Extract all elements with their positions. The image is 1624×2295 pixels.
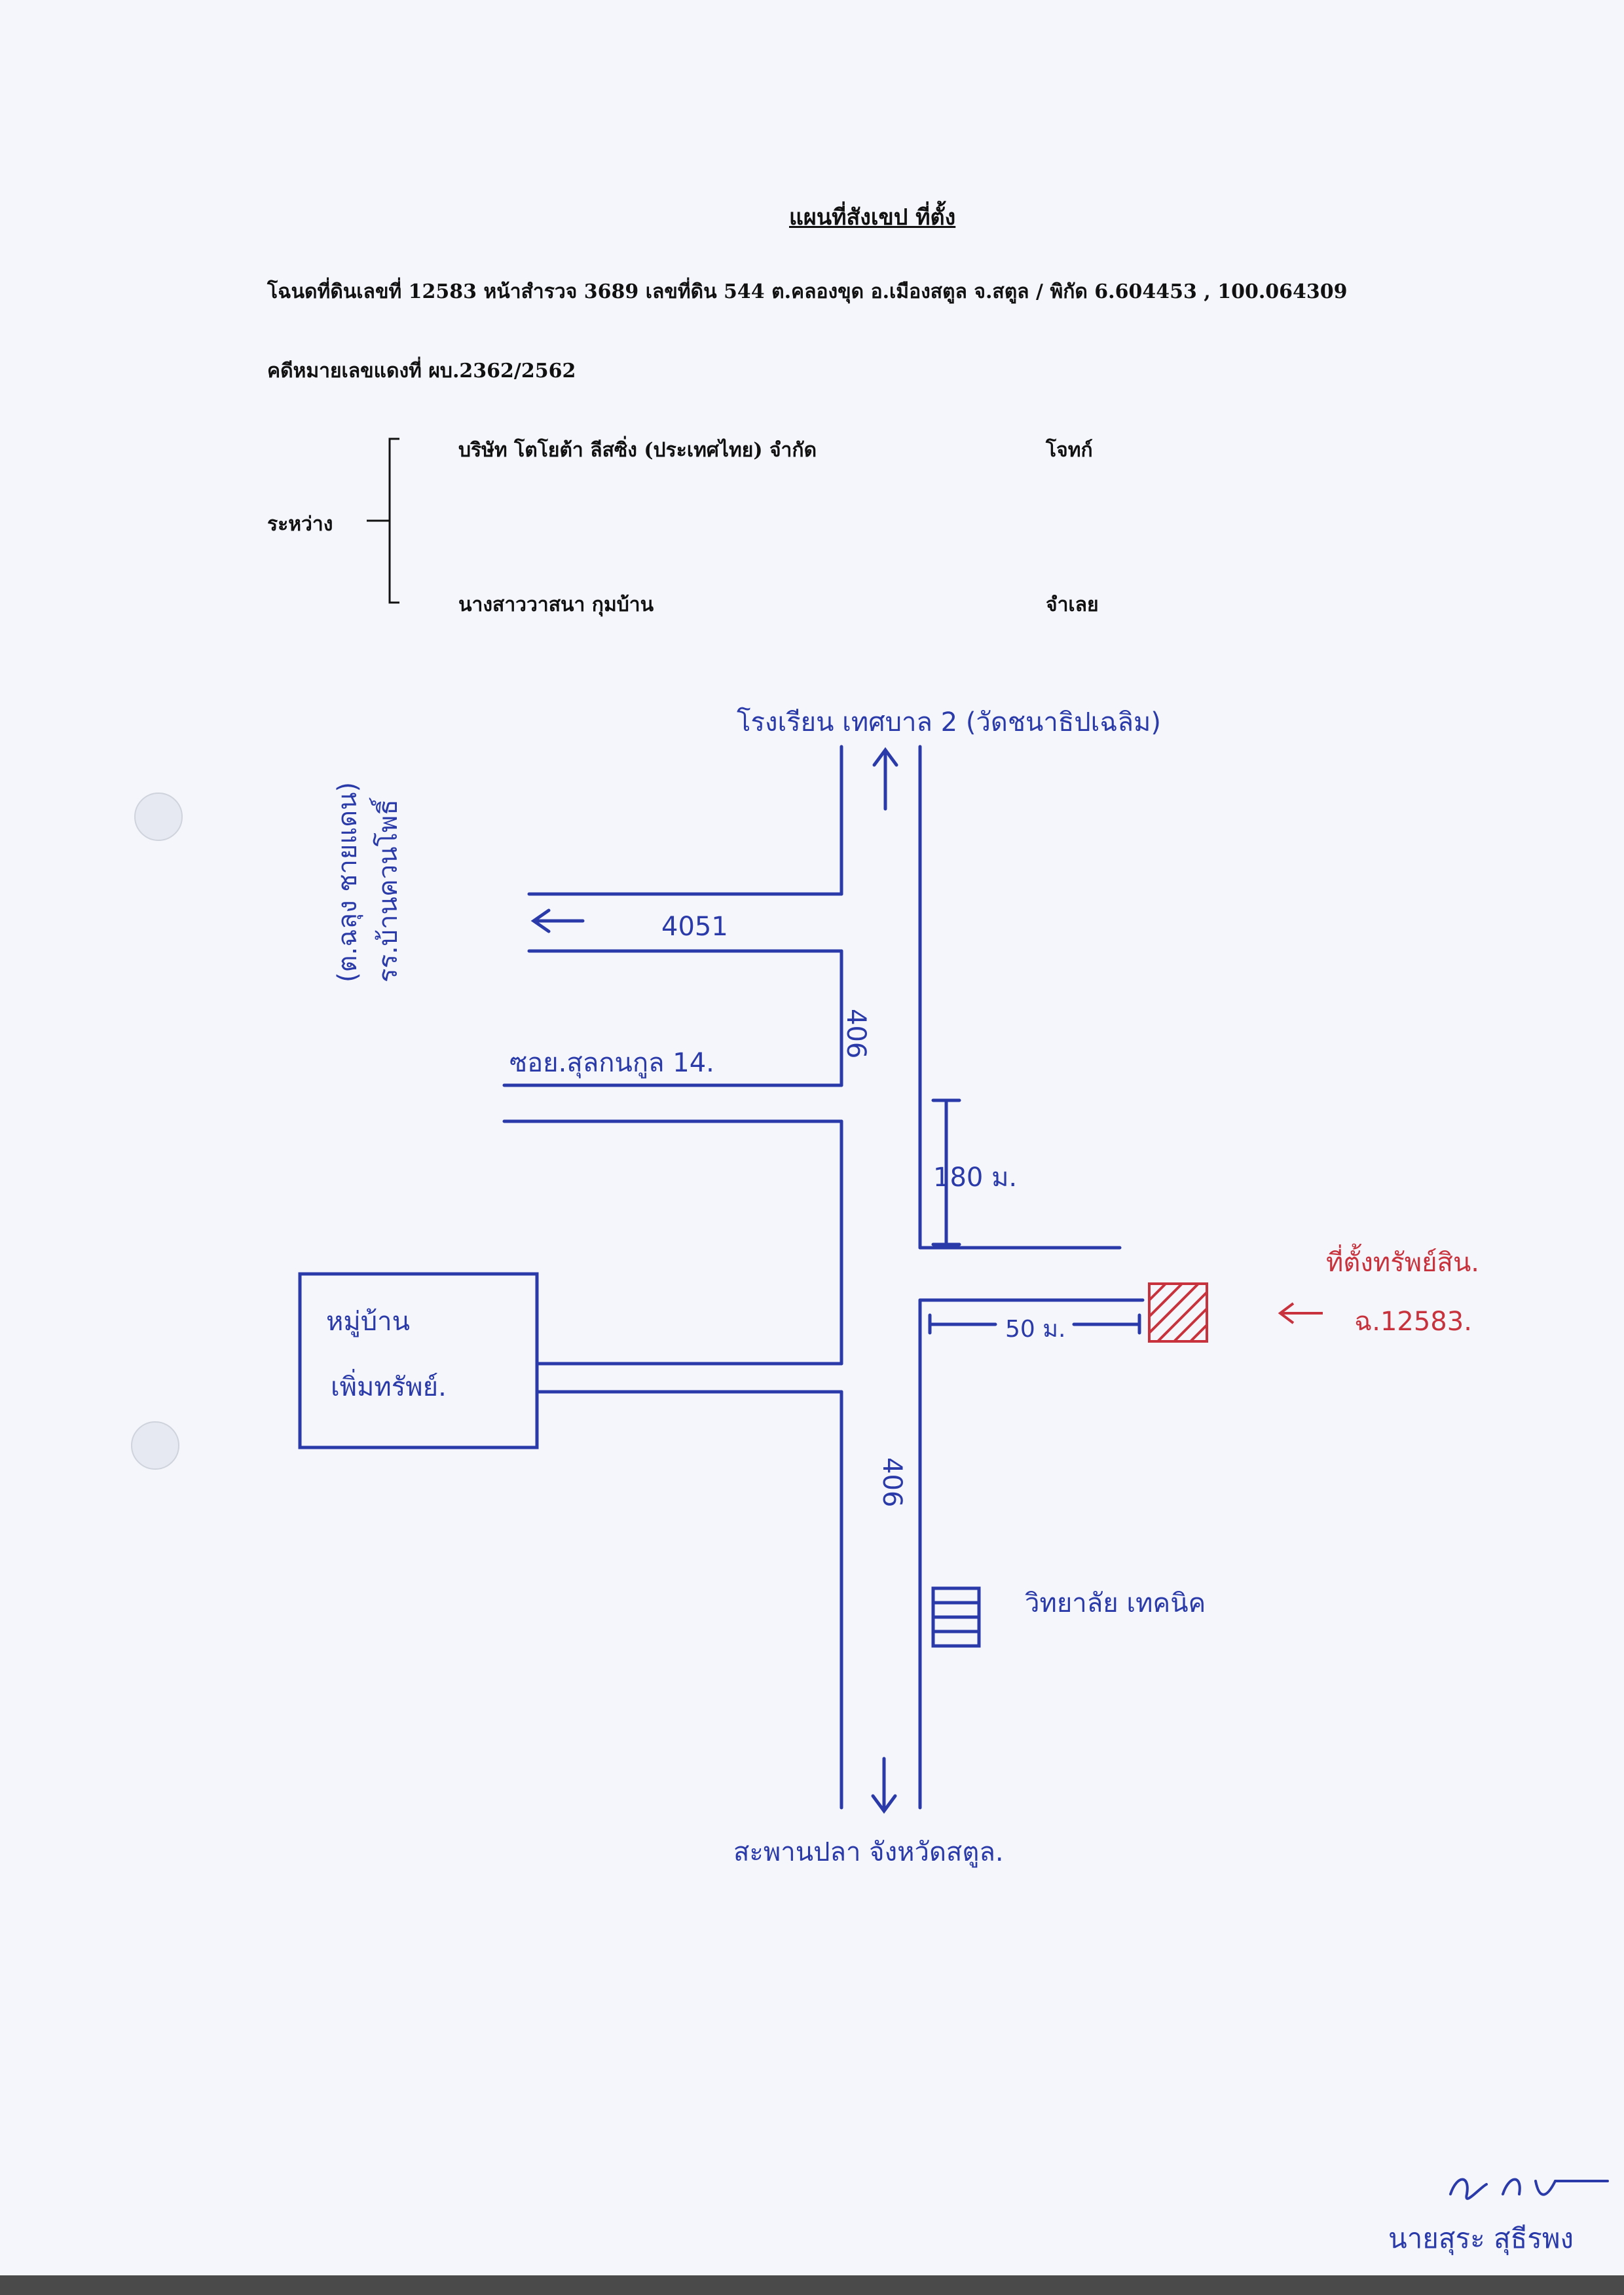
plaintiff-name: บริษัท โตโยต้า ลีสซิ่ง (ประเทศไทย) จำกัด: [458, 439, 817, 462]
west-arrow: [530, 908, 585, 933]
college-label: วิทยาลัย เทคนิค: [1025, 1588, 1206, 1618]
south-destination-label: สะพานปลา จังหวัดสตูล.: [733, 1837, 1004, 1867]
property-arrow: [1278, 1302, 1323, 1324]
village-label-line2: เพิ่มทรัพย์.: [331, 1372, 447, 1402]
property-label-line1: ที่ตั้งทรัพย์สิน.: [1326, 1248, 1480, 1278]
property-marker: [1148, 1282, 1208, 1343]
dist-180-label: 180 ม.: [933, 1163, 1018, 1193]
handwritten-signature: [1449, 2178, 1609, 2200]
between-label: ระหว่าง: [267, 513, 333, 536]
north-arrow: [872, 747, 898, 811]
deed-line: โฉนดที่ดินเลขที่ 12583 หน้าสำรวจ 3689 เล…: [267, 276, 1348, 307]
soi-label: ซอย.สุลกนกูล 14.: [509, 1048, 714, 1078]
punch-hole-bottom: [131, 1421, 179, 1470]
defendant-name: นางสาววาสนา กุมบ้าน: [458, 593, 654, 616]
party-bracket: [367, 438, 399, 604]
village-box: [298, 1272, 539, 1449]
dimension-50: [928, 1313, 1141, 1335]
defendant-role: จำเลย: [1046, 593, 1099, 616]
signature-name: นายสุระ สุธีรพง: [1388, 2222, 1574, 2254]
page-title: แผนที่สังเขป ที่ตั้ง: [789, 204, 956, 231]
west-destination-line1: (ต.ฉลุง ชายแดน): [333, 781, 363, 982]
village-label-line1: หมู่บ้าน: [326, 1307, 410, 1337]
road-406-lower-label: 406: [877, 1457, 907, 1508]
west-destination-label: (ต.ฉลุง ชายแดน) รร.บ้านควนโพธิ์: [327, 782, 409, 982]
property-label-line2: ฉ.12583.: [1354, 1307, 1472, 1337]
road-406-upper-label: 406: [841, 1009, 871, 1059]
north-destination-label: โรงเรียน เทศบาล 2 (วัดชนาธิปเฉลิม): [737, 707, 1162, 737]
dimension-180: [931, 1098, 961, 1246]
south-arrow: [871, 1757, 897, 1814]
plaintiff-role: โจทก์: [1046, 439, 1093, 462]
coordinates: พิกัด 6.604453 , 100.064309: [1050, 280, 1348, 303]
west-destination-line2: รร.บ้านควนโพธิ์: [373, 799, 403, 982]
dist-50-label: 50 ม.: [1005, 1316, 1066, 1343]
road-4051-label: 4051: [661, 912, 728, 942]
scan-edge-bar: [0, 2275, 1624, 2295]
punch-hole-top: [134, 793, 183, 841]
deed-info: โฉนดที่ดินเลขที่ 12583 หน้าสำรวจ 3689 เล…: [267, 280, 1043, 303]
case-number: คดีหมายเลขแดงที่ ผบ.2362/2562: [267, 360, 576, 382]
